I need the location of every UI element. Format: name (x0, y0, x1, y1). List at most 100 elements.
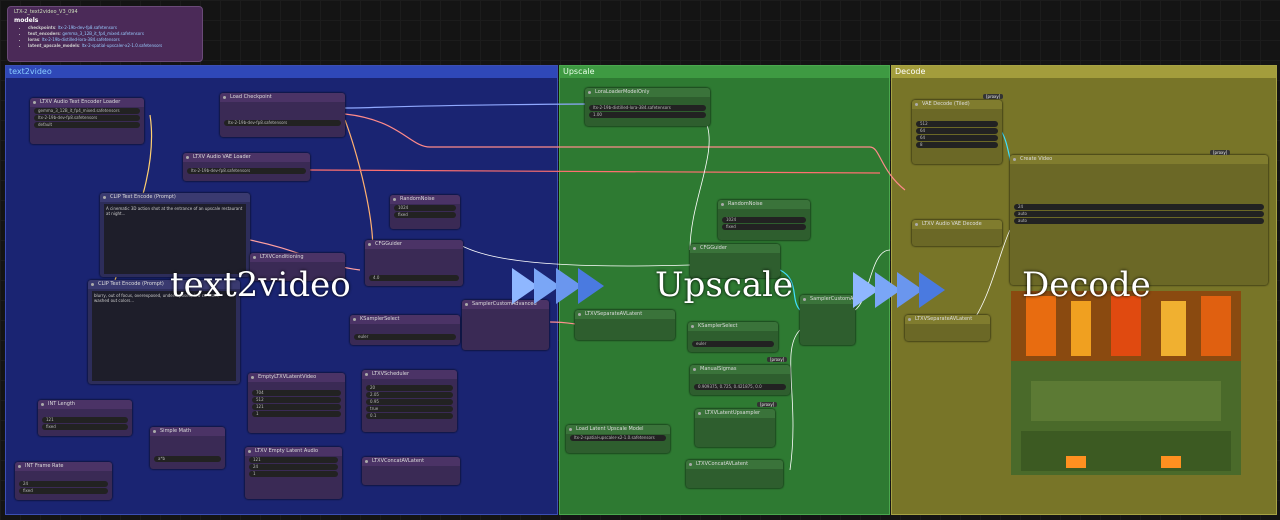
widget-batch-size[interactable]: 1 (249, 471, 338, 477)
node-title[interactable]: Load Latent Upscale Model (566, 425, 670, 434)
widget-base-shift[interactable]: 0.95 (366, 399, 453, 405)
video-preview[interactable] (1011, 291, 1241, 475)
node-title[interactable]: SamplerCustomAdvanced (800, 295, 855, 304)
notes-node[interactable]: LTX-2_text2video_V3_094 models checkpoin… (7, 6, 203, 62)
node-ltxv-latent-upsampler[interactable]: LTXVLatentUpsampler (695, 409, 775, 447)
node-sampler-custom-advanced[interactable]: SamplerCustomAdvanced (462, 300, 549, 350)
node-title[interactable]: LTXVScheduler (362, 370, 457, 379)
node-cfg-guider-upscale[interactable]: CFGGuider (690, 244, 780, 278)
widget-ckpt-name[interactable]: ltx-2-19b-dev-fp8.safetensors (187, 168, 306, 174)
node-random-noise-upscale[interactable]: RandomNoise 1024 fixed (718, 200, 810, 240)
prompt-textarea[interactable]: blurry, out of focus, overexposed, under… (92, 291, 236, 381)
widget-ckpt-name[interactable]: ltx-2-19b-dev-fp8.safetensors (224, 120, 341, 126)
node-simple-math[interactable]: Simple Math a*b (150, 427, 225, 469)
widget-steps[interactable]: 20 (366, 385, 453, 391)
widget-height[interactable]: 512 (252, 397, 341, 403)
widget-control-after-generate[interactable]: fixed (19, 488, 108, 494)
widget-control-after-generate[interactable]: fixed (394, 212, 456, 218)
widget-temporal-overlap[interactable]: 8 (916, 142, 998, 148)
widget-format[interactable]: auto (1014, 211, 1264, 217)
widget-max-shift[interactable]: 2.05 (366, 392, 453, 398)
node-ltxv-audio-vae-decode[interactable]: LTXV Audio VAE Decode (912, 220, 1002, 246)
widget-batch-size[interactable]: 1 (252, 411, 341, 417)
node-title[interactable]: LTXV Audio VAE Loader (183, 153, 310, 162)
widget-expression[interactable]: a*b (154, 456, 221, 462)
widget-tile-size[interactable]: 512 (916, 121, 998, 127)
node-title[interactable]: SamplerCustomAdvanced (462, 300, 549, 309)
widget-frames[interactable]: 121 (249, 457, 338, 463)
group-title[interactable]: Upscale (560, 66, 889, 78)
node-title[interactable]: Load Checkpoint (220, 93, 345, 102)
node-sampler-custom-advanced-upscale[interactable]: SamplerCustomAdvanced (800, 295, 855, 345)
node-title[interactable]: INT Frame Rate (15, 462, 112, 471)
widget-noise-seed[interactable]: 1024 (394, 205, 456, 211)
widget-cfg[interactable]: 4.0 (369, 275, 459, 281)
node-clip-text-encode-negative[interactable]: CLIP Text Encode (Prompt) blurry, out of… (88, 280, 240, 384)
node-title[interactable]: LTXVSeparateAVLatent (575, 310, 675, 319)
node-int-frame-rate[interactable]: INT Frame Rate 24 fixed (15, 462, 112, 500)
node-cfg-guider[interactable]: CFGGuider 4.0 (365, 240, 463, 286)
widget-value[interactable]: 121 (42, 417, 128, 423)
widget-width[interactable]: 704 (252, 390, 341, 396)
widget-sampler-name[interactable]: euler (354, 334, 456, 340)
node-clip-text-encode-positive[interactable]: CLIP Text Encode (Prompt) A cinematic 3D… (100, 193, 250, 277)
node-ltxv-concat-av-latent[interactable]: LTXVConcatAVLatent (362, 457, 460, 485)
widget-value[interactable]: 24 (19, 481, 108, 487)
node-title[interactable]: RandomNoise (718, 200, 810, 209)
prompt-textarea[interactable]: A cinematic 3D action shot at the entran… (104, 204, 246, 274)
widget-frame-rate[interactable]: 24 (249, 464, 338, 470)
node-create-video[interactable]: Create Video 24 auto auto (1010, 155, 1268, 285)
node-title[interactable]: EmptyLTXVLatentVideo (248, 373, 345, 382)
group-title[interactable]: Decode (892, 66, 1276, 78)
node-audio-vae-loader[interactable]: LTXV Audio VAE Loader ltx-2-19b-dev-fp8.… (183, 153, 310, 181)
node-title[interactable]: KSamplerSelect (688, 322, 778, 331)
widget-ckpt-name[interactable]: ltx-2-19b-dev-fp8.safetensors (34, 115, 140, 121)
group-title[interactable]: text2video (6, 66, 557, 78)
node-title[interactable]: LTXVConcatAVLatent (362, 457, 460, 466)
widget-text-encoder[interactable]: gemma_3_12B_it_fp4_mixed.safetensors (34, 108, 140, 114)
node-ltxv-scheduler[interactable]: LTXVScheduler 20 2.05 0.95 true 0.1 (362, 370, 457, 432)
node-ltxv-separate-av-latent-decode[interactable]: LTXVSeparateAVLatent (905, 315, 990, 341)
node-title[interactable]: LTXVConcatAVLatent (686, 460, 783, 469)
node-title[interactable]: RandomNoise (390, 195, 460, 204)
node-empty-ltxv-latent-video[interactable]: EmptyLTXVLatentVideo 704 512 121 1 (248, 373, 345, 433)
widget-noise-seed[interactable]: 1024 (722, 217, 806, 223)
node-ltxv-separate-av-latent[interactable]: LTXVSeparateAVLatent (575, 310, 675, 340)
node-load-checkpoint[interactable]: Load Checkpoint ltx-2-19b-dev-fp8.safete… (220, 93, 345, 137)
node-title[interactable]: CLIP Text Encode (Prompt) (88, 280, 240, 289)
node-ksampler-select[interactable]: KSamplerSelect euler (350, 315, 460, 345)
widget-temporal-size[interactable]: 64 (916, 135, 998, 141)
node-title[interactable]: LTXVSeparateAVLatent (905, 315, 990, 324)
node-manual-sigmas[interactable]: ManualSigmas 0.909375, 0.725, 0.421875, … (690, 365, 790, 395)
node-title[interactable]: LTXV Empty Latent Audio (245, 447, 342, 456)
node-audio-text-encoder-loader[interactable]: LTXV Audio Text Encoder Loader gemma_3_1… (30, 98, 144, 144)
widget-length[interactable]: 121 (252, 404, 341, 410)
node-title[interactable]: Create Video (1010, 155, 1268, 164)
node-title[interactable]: CFGGuider (690, 244, 780, 253)
widget-sampler-name[interactable]: euler (692, 341, 774, 347)
widget-stretch[interactable]: true (366, 406, 453, 412)
node-title[interactable]: CLIP Text Encode (Prompt) (100, 193, 250, 202)
widget-control-after-generate[interactable]: fixed (722, 224, 806, 230)
widget-sigmas[interactable]: 0.909375, 0.725, 0.421875, 0.0 (694, 384, 786, 390)
node-title[interactable]: INT Length (38, 400, 132, 409)
node-lora-loader[interactable]: LoraLoaderModelOnly ltx-2-19b-distilled-… (585, 88, 710, 126)
node-vae-decode-tiled[interactable]: VAE Decode (Tiled) 512 64 64 8 (912, 100, 1002, 164)
node-title[interactable]: LTXV Audio Text Encoder Loader (30, 98, 144, 107)
node-title[interactable]: LoraLoaderModelOnly (585, 88, 710, 97)
node-ltxv-concat-av-latent-upscale[interactable]: LTXVConcatAVLatent (686, 460, 783, 488)
widget-fps[interactable]: 24 (1014, 204, 1264, 210)
node-title[interactable]: Simple Math (150, 427, 225, 436)
node-random-noise[interactable]: RandomNoise 1024 fixed (390, 195, 460, 229)
node-ltxv-empty-latent-audio[interactable]: LTXV Empty Latent Audio 121 24 1 (245, 447, 342, 499)
widget-overlap[interactable]: 64 (916, 128, 998, 134)
node-title[interactable]: KSamplerSelect (350, 315, 460, 324)
node-title[interactable]: LTXVLatentUpsampler (695, 409, 775, 418)
widget-codec[interactable]: auto (1014, 218, 1264, 224)
widget-strength[interactable]: 1.00 (589, 112, 706, 118)
node-title[interactable]: CFGGuider (365, 240, 463, 249)
widget-terminal[interactable]: 0.1 (366, 413, 453, 419)
widget-device[interactable]: default (34, 122, 140, 128)
node-int-length[interactable]: INT Length 121 fixed (38, 400, 132, 436)
node-title[interactable]: VAE Decode (Tiled) (912, 100, 1002, 109)
